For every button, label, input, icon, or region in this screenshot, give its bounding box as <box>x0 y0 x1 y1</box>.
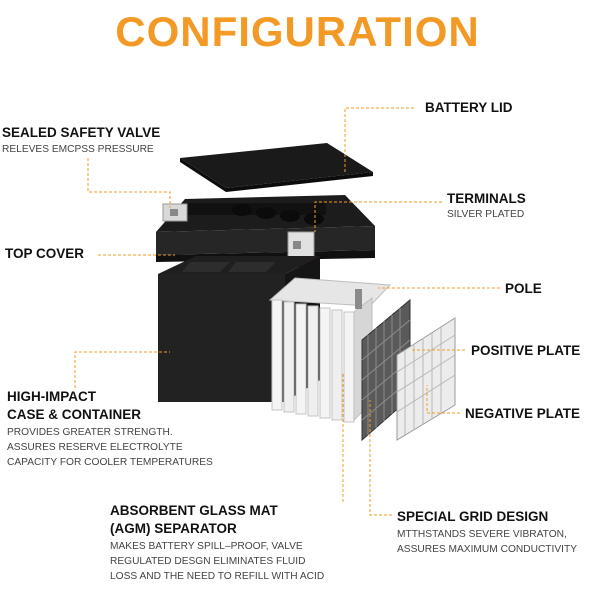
grid-label: SPECIAL GRID DESIGN <box>397 509 549 524</box>
case-desc-2: ASSURES RESERVE ELECTROLYTE <box>7 442 183 453</box>
agm-label-line2: (AGM) SEPARATOR <box>110 521 237 536</box>
case-label-line2: CASE & CONTAINER <box>7 407 142 422</box>
positive-plate-label: POSITIVE PLATE <box>471 343 581 358</box>
terminal-left <box>162 203 188 222</box>
terminal-right <box>287 231 315 258</box>
agm-desc-1: MAKES BATTERY SPILL–PROOF, VALVE <box>110 541 303 552</box>
battery-lid-label: BATTERY LID <box>425 100 513 115</box>
grid-desc-1: MTTHSTANDS SEVERE VIBRATON, <box>397 529 567 540</box>
terminals-label: TERMINALS <box>447 191 526 206</box>
safety-valve-desc: RELEVES EMCPSS PRESSURE <box>2 144 154 155</box>
pole-label: POLE <box>505 281 542 296</box>
case-label-line1: HIGH-IMPACT <box>7 389 96 404</box>
page-title: CONFIGURATION <box>115 8 480 55</box>
case-desc-1: PROVIDES GREATER STRENGTH. <box>7 427 173 438</box>
top-cover-label: TOP COVER <box>5 246 85 261</box>
grid-desc-2: ASSURES MAXIMUM CONDUCTIVITY <box>397 544 577 555</box>
negative-plate <box>396 317 456 441</box>
case-desc-3: CAPACITY FOR COOLER TEMPERATURES <box>7 457 213 468</box>
agm-label-line1: ABSORBENT GLASS MAT <box>110 503 278 518</box>
terminals-desc: SILVER PLATED <box>447 209 525 220</box>
negative-plate-label: NEGATIVE PLATE <box>465 406 581 421</box>
agm-desc-2: REGULATED DESGN ELIMINATES FLUID <box>110 556 306 567</box>
safety-valve-label: SEALED SAFETY VALVE <box>2 125 161 140</box>
battery-lid <box>180 143 373 188</box>
leader-lines <box>74 107 500 516</box>
agm-desc-3: LOSS AND THE NEED TO REFILL WITH ACID <box>110 571 325 582</box>
plate-stack <box>268 277 392 423</box>
